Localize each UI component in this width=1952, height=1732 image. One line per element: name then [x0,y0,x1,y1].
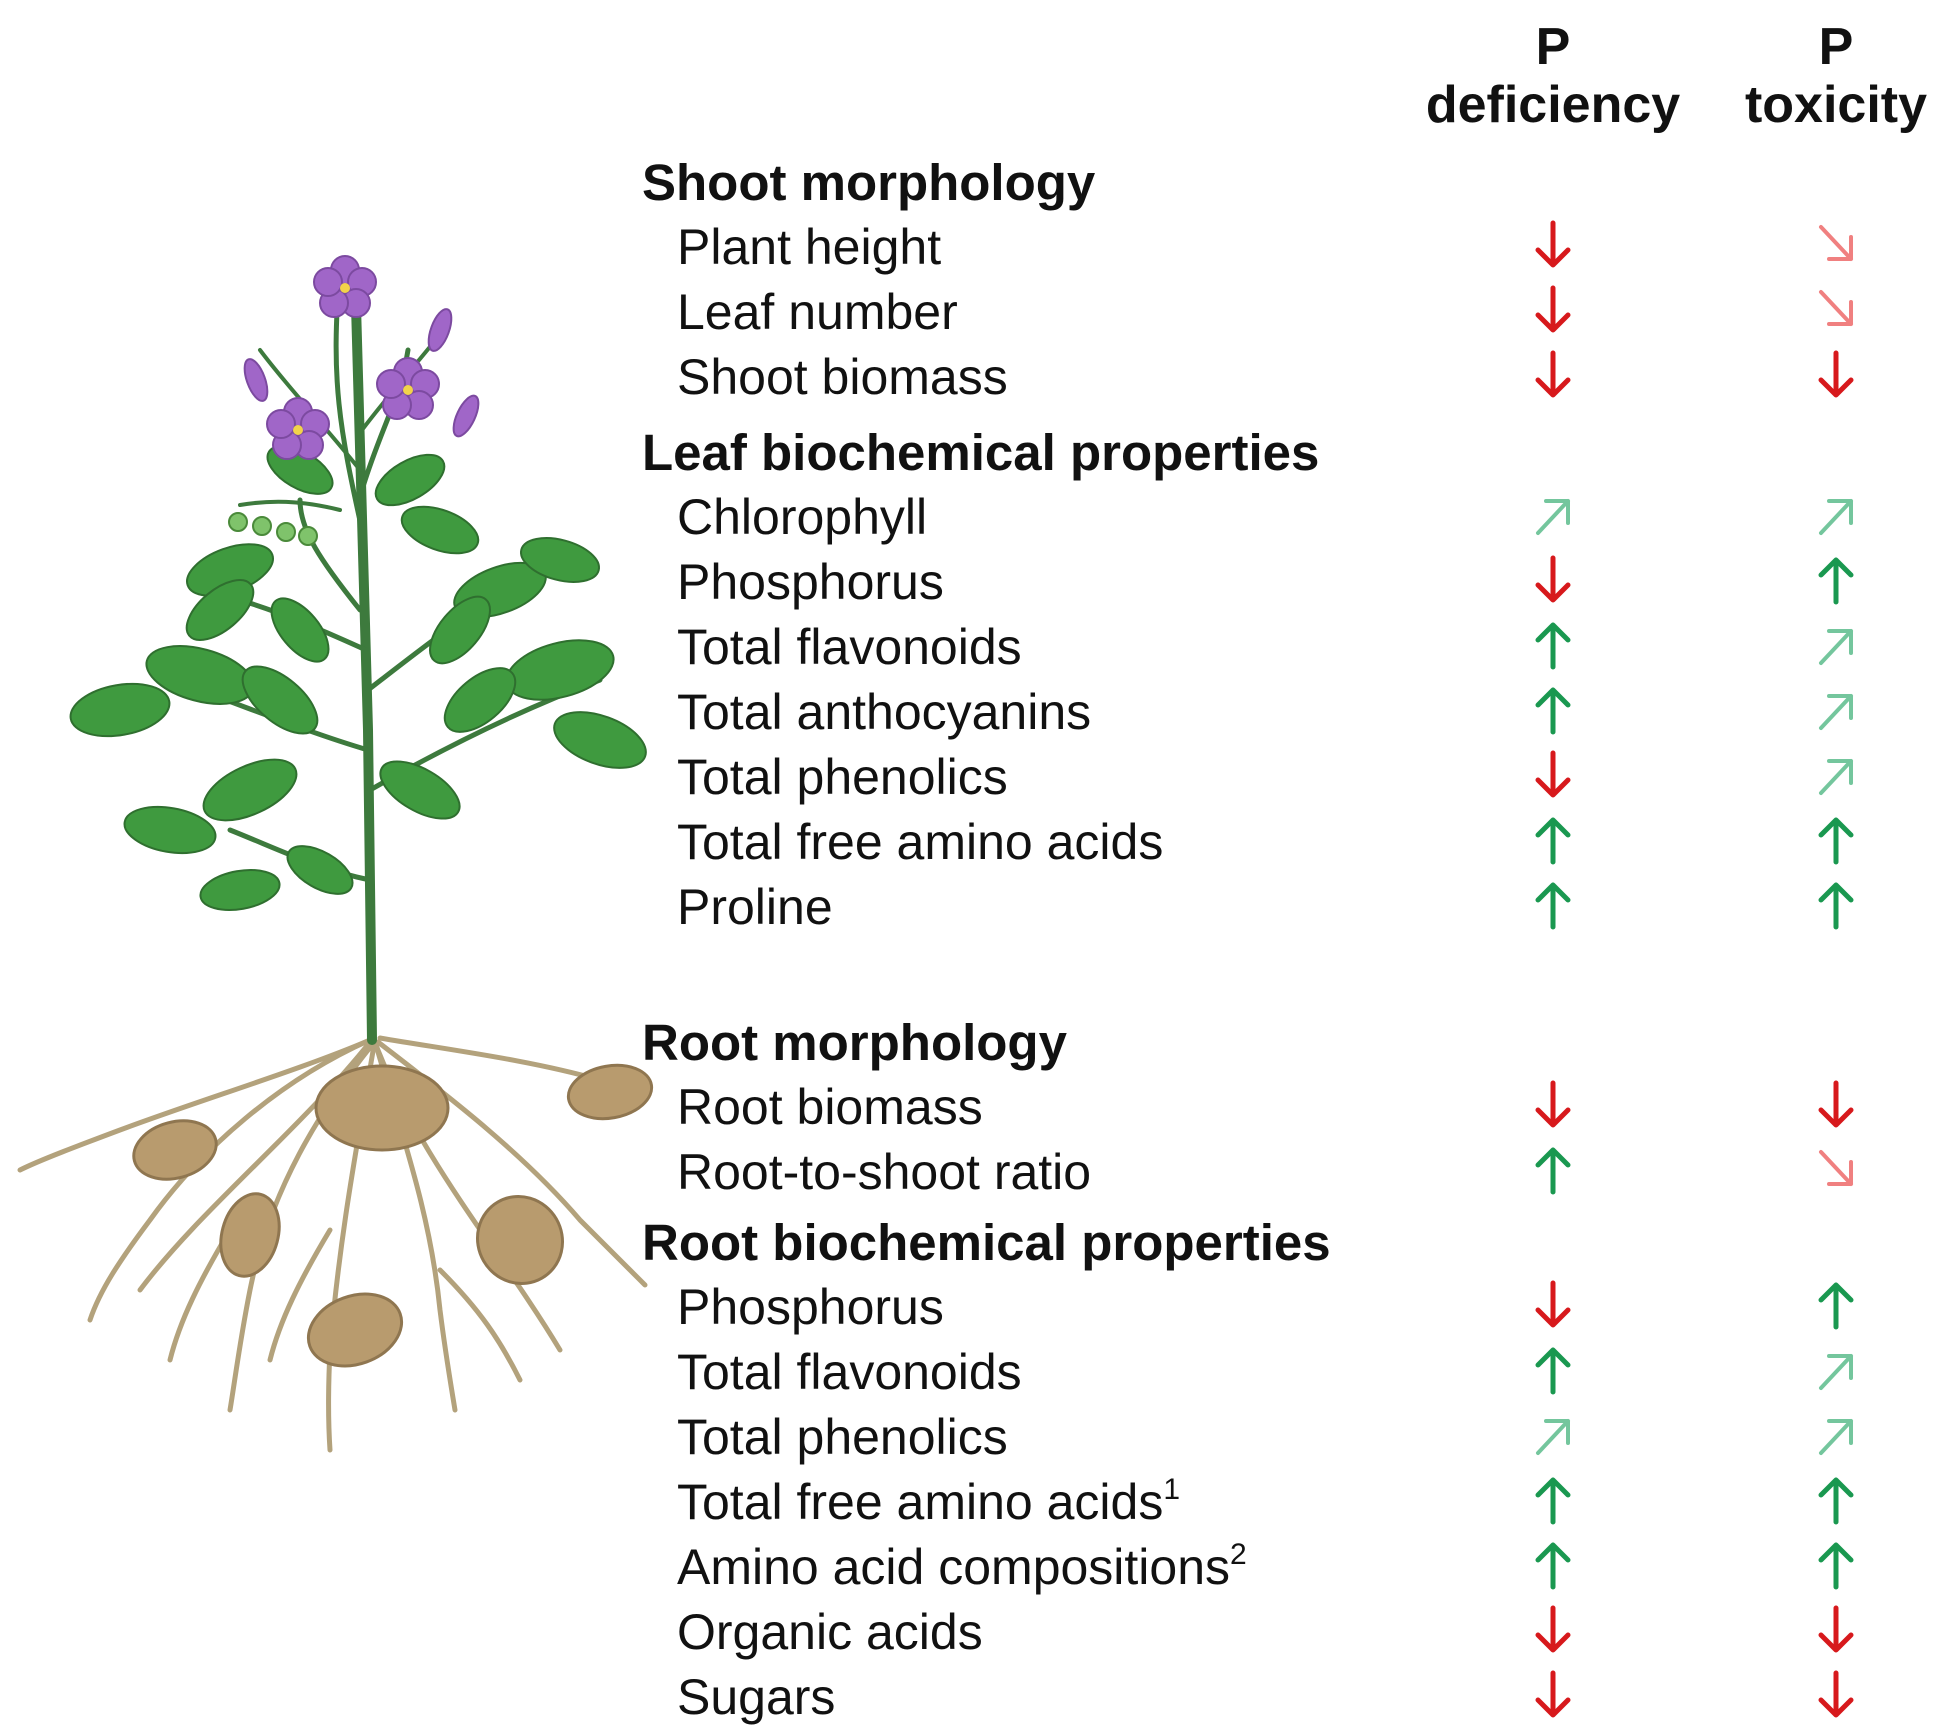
row-label: Plant height [677,218,941,276]
up-arrow-icon [1530,1344,1576,1401]
row-label: Leaf number [677,283,958,341]
row-label: Total free amino acids [677,813,1163,871]
column-header-condition: toxicity [1744,76,1928,135]
up-arrow-icon [1530,684,1576,741]
row-label-text: Chlorophyll [677,489,928,545]
row-label: Total flavonoids [677,618,1022,676]
column-header-condition: deficiency [1425,76,1681,135]
row-label-text: Shoot biomass [677,349,1008,405]
row-label-text: Leaf number [677,284,958,340]
row-label-text: Sugars [677,1669,836,1725]
row-label-text: Total flavonoids [677,619,1022,675]
up-slight-arrow-icon [1813,1344,1859,1401]
berries [228,512,318,546]
down-slight-arrow-icon [1813,219,1859,276]
down-arrow-icon [1530,284,1576,341]
up-arrow-icon [1530,1144,1576,1201]
section-title: Root biochemical properties [642,1214,1331,1271]
flowers [243,255,480,460]
row-label-text: Amino acid compositions [677,1539,1231,1595]
row-label-text: Total flavonoids [677,1344,1022,1400]
row-label: Phosphorus [677,553,944,611]
up-arrow-icon [1530,814,1576,871]
up-arrow-icon [1530,1474,1576,1531]
row-label: Organic acids [677,1603,983,1661]
down-slight-arrow-icon [1813,284,1859,341]
up-arrow-icon [1530,1539,1576,1596]
up-arrow-icon [1530,879,1576,936]
column-header-symbol: P [1535,18,1571,76]
down-arrow-icon [1530,1669,1576,1726]
column-header-symbol: P [1818,18,1854,76]
row-label: Amino acid compositions2 [677,1538,1247,1596]
row-label-text: Total phenolics [677,1409,1008,1465]
row-label-text: Plant height [677,219,942,275]
up-slight-arrow-icon [1530,1409,1576,1466]
row-label: Sugars [677,1668,835,1726]
up-slight-arrow-icon [1813,749,1859,806]
row-label-text: Proline [677,879,833,935]
leaves [69,445,647,911]
footnote-marker: 2 [1230,1538,1247,1571]
row-label: Total phenolics [677,748,1008,806]
up-arrow-icon [1813,1539,1859,1596]
section-title: Shoot morphology [642,154,1096,211]
up-arrow-icon [1813,1474,1859,1531]
up-slight-arrow-icon [1813,684,1859,741]
down-arrow-icon [1530,554,1576,611]
up-slight-arrow-icon [1530,489,1576,546]
row-label-text: Phosphorus [677,1279,944,1335]
row-label-text: Organic acids [677,1604,983,1660]
down-arrow-icon [1813,1604,1859,1661]
up-arrow-icon [1813,879,1859,936]
row-label: Shoot biomass [677,348,1008,406]
up-arrow-icon [1813,814,1859,871]
potato-plant-illustration [17,255,654,1453]
down-arrow-icon [1530,1079,1576,1136]
row-label: Proline [677,878,833,936]
row-label-text: Total free amino acids [677,1474,1164,1530]
down-arrow-icon [1530,1604,1576,1661]
up-arrow-icon [1813,554,1859,611]
row-label: Total free amino acids1 [677,1473,1180,1531]
up-arrow-icon [1813,1279,1859,1336]
down-arrow-icon [1813,1079,1859,1136]
up-slight-arrow-icon [1813,619,1859,676]
section-title: Root morphology [642,1014,1067,1071]
row-label: Chlorophyll [677,488,927,546]
row-label: Total anthocyanins [677,683,1091,741]
down-arrow-icon [1530,749,1576,806]
down-arrow-icon [1813,1669,1859,1726]
row-label-text: Root-to-shoot ratio [677,1144,1092,1200]
footnote-marker: 1 [1163,1473,1181,1506]
up-slight-arrow-icon [1813,1409,1859,1466]
row-label: Total phenolics [677,1408,1008,1466]
row-label: Phosphorus [677,1278,944,1336]
row-label: Total flavonoids [677,1343,1022,1401]
down-arrow-icon [1530,349,1576,406]
row-label-text: Root biomass [677,1079,983,1135]
row-label-text: Phosphorus [677,554,944,610]
row-label-text: Total anthocyanins [677,684,1092,740]
row-label: Root biomass [677,1078,983,1136]
row-label-text: Total phenolics [677,749,1008,805]
up-slight-arrow-icon [1813,489,1859,546]
section-title: Leaf biochemical properties [642,424,1320,481]
row-label: Root-to-shoot ratio [677,1143,1091,1201]
down-arrow-icon [1530,1279,1576,1336]
row-label-text: Total free amino acids [677,814,1164,870]
tubers [132,1063,654,1368]
down-arrow-icon [1530,219,1576,276]
down-slight-arrow-icon [1813,1144,1859,1201]
up-arrow-icon [1530,619,1576,676]
down-arrow-icon [1813,349,1859,406]
